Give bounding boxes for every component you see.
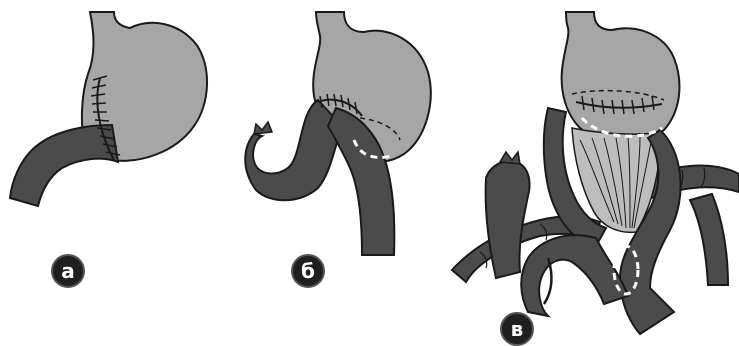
panel-b-label: б (291, 254, 325, 288)
panel-b-afferent-loop (245, 100, 342, 200)
panel-v-stump-tip (500, 152, 520, 164)
panel-a-label: а (51, 254, 85, 288)
panel-b (245, 12, 431, 255)
panel-v (452, 12, 739, 334)
panel-v-stomach (562, 12, 680, 143)
panel-a (10, 12, 207, 206)
panel-v-jejunum (521, 235, 628, 316)
panel-b-stump-tip (254, 122, 272, 134)
panel-v-afferent-stump (486, 161, 530, 278)
panel-v-colon-right (690, 194, 728, 285)
panel-v-label: в (500, 312, 534, 346)
